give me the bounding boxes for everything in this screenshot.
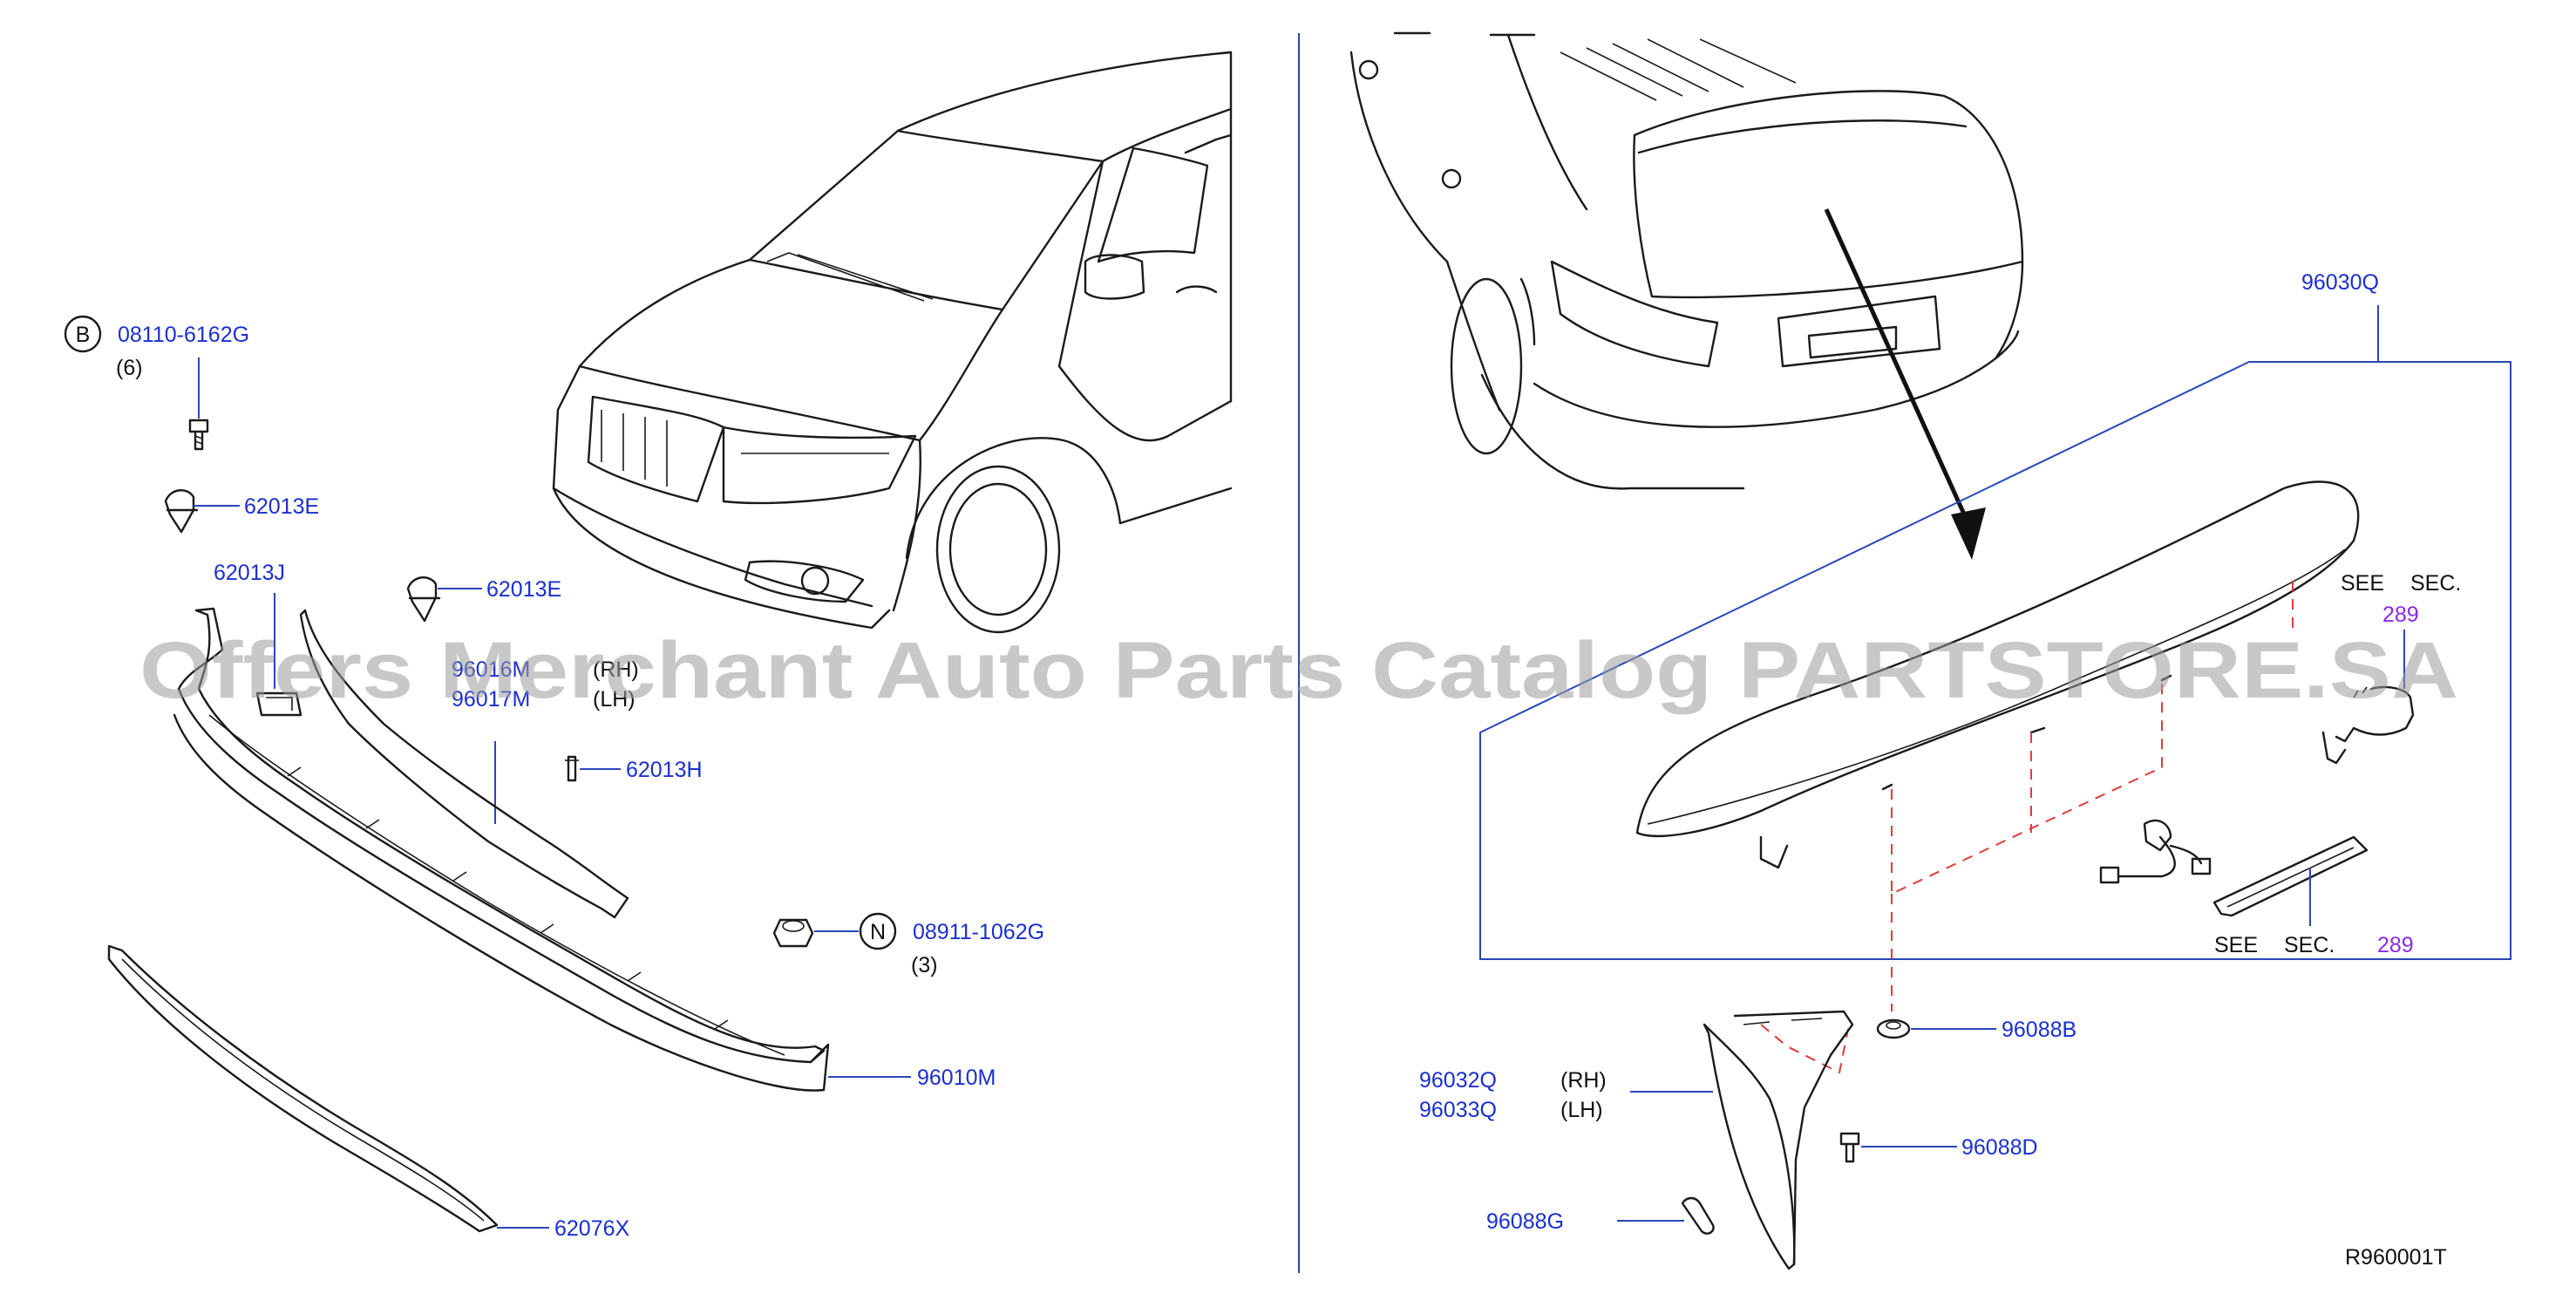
nut-circle-letter: N bbox=[870, 920, 886, 944]
label-screw-d: 96088D bbox=[1961, 1135, 2038, 1160]
grommet-96088B: 96088B bbox=[1876, 1018, 2076, 1042]
rear-vehicle-illustration bbox=[1349, 31, 2024, 490]
direction-arrow bbox=[1824, 208, 1986, 560]
label-seal-rh-part: 96016M bbox=[452, 657, 530, 682]
label-seal-lh-part: 96017M bbox=[452, 687, 530, 712]
label-garnish: 62076X bbox=[554, 1216, 630, 1241]
front-spoiler-96010M: 96010M bbox=[173, 607, 996, 1092]
bolt-circle-letter: B bbox=[76, 323, 91, 347]
watermark: Offers Merchant Auto Parts Catalog PARTS… bbox=[139, 626, 2458, 715]
label-side-lh-side: (LH) bbox=[1560, 1098, 1603, 1122]
clip-62013H: 62013H bbox=[565, 755, 703, 782]
hidden-lines bbox=[1760, 575, 2294, 1074]
label-clip-62013H: 62013H bbox=[626, 758, 703, 782]
see-bottom: SEE bbox=[2214, 933, 2258, 957]
label-rear-spoiler: 96030Q bbox=[2301, 270, 2379, 295]
label-nut-qty: (3) bbox=[911, 953, 938, 977]
screw-96088D: 96088D bbox=[1839, 1132, 2038, 1163]
label-side-lh-part: 96033Q bbox=[1419, 1098, 1497, 1122]
sec-num-top: 289 bbox=[2382, 603, 2419, 627]
diagram-code: R960001T bbox=[2345, 1245, 2447, 1270]
label-side-rh-part: 96032Q bbox=[1419, 1068, 1497, 1093]
label-side-rh-side: (RH) bbox=[1560, 1068, 1607, 1093]
label-seal-lh-side: (LH) bbox=[593, 687, 636, 712]
front-vehicle-illustration bbox=[552, 51, 1233, 634]
clip-62013E-a: 62013E bbox=[164, 489, 319, 534]
nut-08911-1062G: N 08911-1062G (3) bbox=[772, 912, 1044, 977]
side-spoiler-96032Q-96033Q: 96032Q (RH) 96033Q (LH) bbox=[1419, 1010, 1854, 1270]
sec-num-bottom: 289 bbox=[2377, 933, 2414, 957]
label-clip-62013E-b: 62013E bbox=[486, 577, 561, 602]
sec-bottom: SEC. bbox=[2284, 933, 2335, 957]
clip-62013E-b: 62013E bbox=[406, 576, 561, 623]
clip-62013J: 62013J bbox=[214, 561, 302, 717]
label-seal-g: 96088G bbox=[1486, 1209, 1564, 1234]
label-bolt-part: 08110-6162G bbox=[118, 323, 249, 347]
label-clip-62013J: 62013J bbox=[214, 561, 285, 585]
section-ref-top: SEE SEC. 289 bbox=[2321, 571, 2461, 765]
see-top: SEE bbox=[2341, 571, 2384, 596]
stop-lamp-harness bbox=[2099, 819, 2369, 926]
label-nut-part: 08911-1062G bbox=[913, 920, 1044, 944]
seal-96016M-96017M-labels: 96016M (RH) 96017M (LH) bbox=[452, 657, 639, 824]
label-clip-62013E-a: 62013E bbox=[244, 494, 319, 519]
rear-spoiler-96030Q bbox=[1635, 480, 2360, 869]
label-front-spoiler: 96010M bbox=[917, 1066, 996, 1090]
section-ref-bottom: SEE SEC. 289 bbox=[2214, 933, 2414, 957]
front-seal-strip bbox=[299, 609, 629, 919]
bolt-08110-6162G: B 08110-6162G (6) bbox=[64, 315, 249, 451]
rear-spoiler-callout: 96030Q bbox=[1479, 270, 2511, 960]
label-bolt-qty: (6) bbox=[116, 356, 143, 380]
seal-96088G: 96088G bbox=[1486, 1196, 1715, 1235]
sec-top: SEC. bbox=[2410, 571, 2461, 596]
label-seal-rh-side: (RH) bbox=[593, 657, 639, 682]
label-grommet-b: 96088B bbox=[2002, 1018, 2076, 1042]
garnish-62076X: 62076X bbox=[107, 944, 630, 1241]
